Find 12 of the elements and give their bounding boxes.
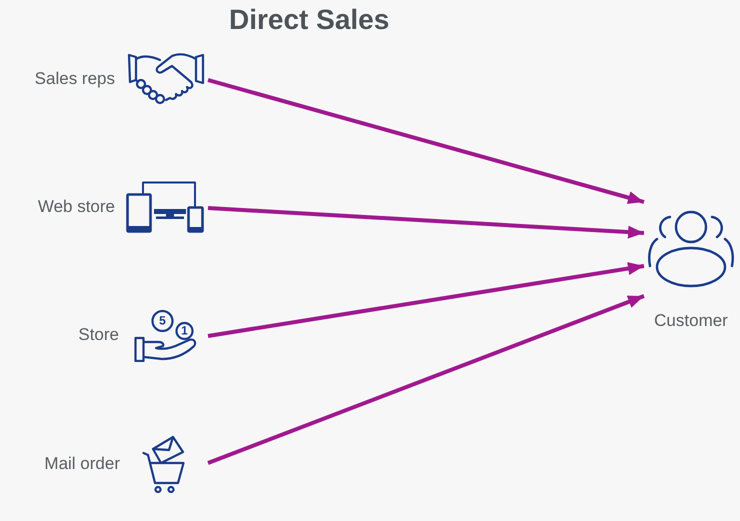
coin-number: 1 (181, 324, 188, 337)
channel-label: Store (78, 325, 119, 345)
coin-number: 5 (159, 314, 166, 327)
customer-label: Customer (654, 311, 728, 331)
channel-label: Sales reps (34, 69, 115, 89)
arrow (208, 206, 644, 239)
channel-label: Web store (38, 196, 115, 216)
channel-label: Mail order (44, 454, 120, 474)
arrow (208, 262, 644, 338)
arrow (207, 294, 645, 465)
diagram-title: Direct Sales (229, 3, 390, 37)
arrow (207, 78, 645, 204)
